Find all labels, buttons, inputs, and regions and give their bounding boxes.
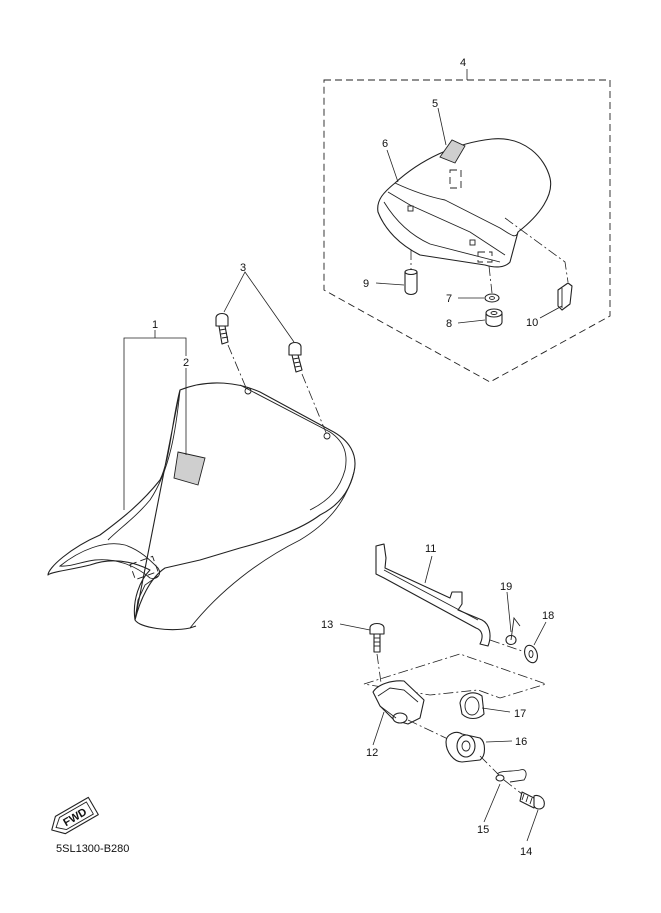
cowl-lower-edge [383,201,501,263]
axis-13 [376,653,383,691]
bolt-part-13 [369,622,385,653]
grommet-top [404,268,418,276]
seat-cowl-assembly-group [323,69,611,383]
washer-part-18 [524,644,538,664]
mounting-plane [363,653,548,699]
label-15: 15 [477,824,489,836]
rod-centerline [383,569,479,621]
seat-lower-edge [134,575,159,621]
leader-17 [481,707,511,713]
leader-19 [506,591,512,633]
grommet-part-9 [404,271,418,296]
leader-13 [339,623,371,631]
label-4: 4 [460,57,466,69]
clip-15-eye [495,774,505,782]
holder-top-edge [377,687,419,703]
seat-hidden-hook [129,555,159,581]
leader-16 [485,740,513,743]
leader-14 [526,809,539,842]
axis-18 [489,639,526,653]
leader-15 [483,783,501,823]
bolt-part-14 [519,791,545,810]
assembly-boundary-box [323,79,611,383]
label-19: 19 [500,581,512,593]
seat-rear-top-line [239,384,347,511]
washer-part-7 [484,293,500,303]
nut-part-8 [485,313,503,328]
label-12: 12 [366,747,378,759]
label-2: 2 [183,357,189,369]
leader-8 [457,319,486,324]
double-seat-part-1 [47,382,356,631]
seat-bolt-hole-2 [323,432,331,440]
clip-pin-stem [510,616,521,641]
cowl-upper-edge [394,182,519,237]
label-8: 8 [446,318,452,330]
axis-3a [227,344,248,391]
leader-11 [424,555,433,584]
nut-top [485,308,503,318]
label-1: 1 [152,319,158,331]
washer-18-hole [528,650,534,658]
leader-6 [386,149,399,183]
clip-part-15 [496,769,527,783]
forward-arrow-icon: FWD [51,796,99,835]
cowl-hole-2 [469,239,476,246]
clip-part-10 [557,282,573,311]
label-3: 3 [240,262,246,274]
seat-lock-group [339,543,548,842]
seat-lock-rod-part-11 [375,543,491,647]
label-17: 17 [514,708,526,720]
seat-side-contour [107,389,181,541]
label-11: 11 [425,543,436,555]
label-6: 6 [382,138,388,150]
cowl-hidden-mount [449,169,462,189]
seat-cowl-body [377,138,552,268]
holder-boss [392,712,408,724]
cylinder-face [456,734,476,758]
seat-bottom-curve [189,471,355,629]
label-5: 5 [432,98,438,110]
leader-18 [533,621,547,646]
bolt-part-3b [288,341,303,373]
seat-front-strap [58,543,161,579]
seat-caution-label-part-2 [173,451,206,486]
bolt-part-3a [215,312,229,345]
cylinder-keyhole [461,740,471,752]
washer-hole [489,296,495,300]
leader-12 [372,711,385,746]
axis-10 [504,217,569,283]
label-7: 7 [446,293,452,305]
leader-10 [539,305,563,319]
label-13: 13 [321,619,333,631]
leader-5 [437,107,447,146]
nut-hole [490,311,498,315]
axis-14 [503,779,523,795]
cowl-hole-1 [407,205,414,212]
label-9: 9 [363,278,369,290]
seat-bolt-hole-1 [244,387,252,395]
label-16: 16 [515,736,527,748]
label-10: 10 [526,317,538,329]
seat-assembly-group [47,271,356,631]
leader-1 [123,337,187,510]
axis-16 [479,755,501,777]
label-18: 18 [542,610,554,622]
axis-7 [488,265,493,294]
collar-inner [464,696,480,716]
label-14: 14 [520,846,532,858]
axis-3b [301,373,328,436]
axis-12 [407,719,451,741]
drawing-code: 5SL1300-B280 [56,843,129,855]
cowl-rim-line [387,191,506,256]
leader-3 [223,271,295,343]
cowl-emblem-pad [439,139,466,164]
holder-side [379,705,397,719]
collar-part-17 [459,692,485,720]
cowl-hidden-boss [477,251,493,263]
leader-9 [375,282,405,286]
